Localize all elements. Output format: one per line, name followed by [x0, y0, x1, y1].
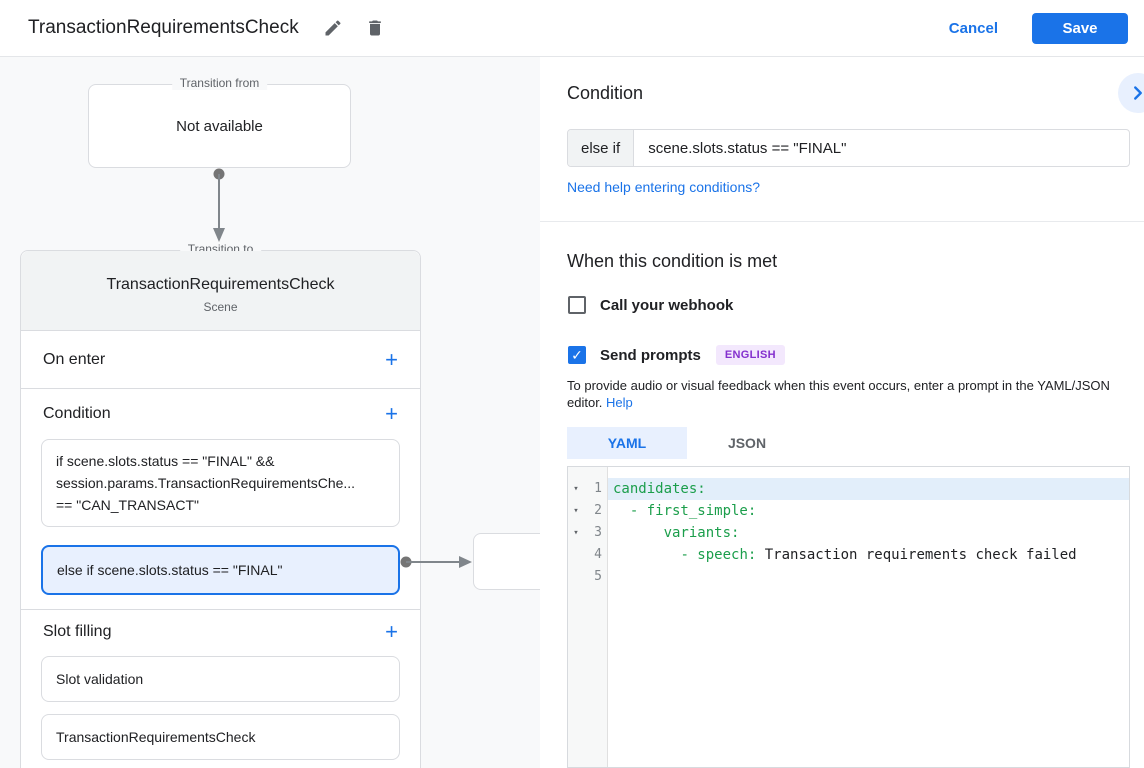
add-condition-button[interactable]: +: [385, 401, 398, 426]
top-bar: TransactionRequirementsCheck Cancel Save: [0, 0, 1144, 57]
scene-card-title: TransactionRequirementsCheck: [106, 275, 335, 293]
condition-item-elseif-selected[interactable]: else if scene.slots.status == "FINAL": [41, 545, 400, 595]
code-line[interactable]: 5: [568, 566, 1129, 588]
code-line[interactable]: ▾ 3 variants:: [568, 522, 1129, 544]
edit-title-button[interactable]: [321, 16, 345, 40]
condition-item-line: session.params.TransactionRequirementsCh…: [56, 475, 356, 491]
yaml-key: - speech:: [680, 547, 757, 563]
condition-input-group: else if: [567, 129, 1130, 167]
fold-cell-empty: [568, 566, 584, 588]
condition-expression-input[interactable]: [634, 130, 1129, 166]
check-icon: ✓: [571, 346, 583, 363]
condition-section-label: Condition: [43, 405, 111, 422]
panel-title: Condition: [567, 83, 644, 103]
code-indent: [613, 525, 664, 541]
panel-divider: [540, 221, 1144, 222]
pencil-icon: [323, 18, 343, 38]
language-badge: ENGLISH: [715, 345, 785, 365]
chevron-right-icon: [1127, 82, 1144, 104]
save-button[interactable]: Save: [1032, 12, 1128, 44]
line-number: 3: [594, 525, 602, 540]
on-enter-label: On enter: [43, 350, 106, 368]
line-number: 4: [594, 547, 602, 562]
scene-graph-canvas: Transition from Not available Transition…: [0, 57, 540, 768]
slot-item-validation[interactable]: Slot validation: [41, 656, 400, 702]
code-text[interactable]: variants:: [608, 522, 1129, 544]
section-divider: [21, 609, 420, 610]
condition-help-link[interactable]: Need help entering conditions?: [567, 179, 761, 195]
condition-section-header: Condition +: [21, 389, 420, 439]
add-on-enter-button[interactable]: +: [385, 346, 398, 372]
call-webhook-label[interactable]: Call your webhook: [600, 296, 734, 314]
slot-item-text: Slot validation: [56, 671, 144, 687]
yaml-key: variants:: [663, 525, 740, 541]
send-prompts-label[interactable]: Send prompts: [600, 346, 701, 364]
on-enter-row: On enter +: [21, 331, 420, 389]
yaml-key: - first_simple:: [629, 503, 757, 519]
delete-scene-button[interactable]: [363, 16, 387, 40]
code-text[interactable]: [608, 566, 1129, 588]
condition-item-line: if scene.slots.status == "FINAL" &&: [56, 453, 275, 469]
prompt-hint-body: To provide audio or visual feedback when…: [567, 378, 1110, 410]
condition-item-if[interactable]: if scene.slots.status == "FINAL" && sess…: [41, 439, 400, 527]
code-line[interactable]: ▾ 1 candidates:: [568, 478, 1129, 500]
trash-icon: [365, 18, 385, 38]
send-prompts-checkbox[interactable]: ✓: [568, 346, 586, 364]
transition-target-box[interactable]: [473, 533, 540, 590]
transition-from-value: Not available: [176, 117, 263, 135]
call-webhook-checkbox[interactable]: [568, 296, 586, 314]
slot-filling-section-header: Slot filling +: [21, 610, 420, 654]
scene-card-header[interactable]: TransactionRequirementsCheck Scene: [21, 251, 420, 331]
line-number: 5: [594, 569, 602, 584]
horizontal-connector-arrow: [400, 556, 472, 568]
transition-from-box: Transition from Not available: [88, 76, 351, 168]
add-slot-button[interactable]: +: [385, 619, 398, 644]
line-number: 1: [594, 481, 602, 496]
yaml-key: candidates:: [613, 481, 706, 497]
slot-item-text: TransactionRequirementsCheck: [56, 729, 256, 745]
slot-item-transaction-requirements[interactable]: TransactionRequirementsCheck: [41, 714, 400, 760]
condition-editor-panel: Condition else if Need help entering con…: [540, 57, 1144, 768]
transition-from-legend: Transition from: [171, 76, 268, 90]
condition-item-text: else if scene.slots.status == "FINAL": [57, 562, 283, 578]
editor-lines: ▾ 1 candidates: ▾ 2 - first_simple: ▾ 3 …: [568, 467, 1129, 588]
scene-card-subtitle: Scene: [203, 299, 238, 314]
editor-gutter: [568, 467, 608, 767]
editor-format-tabs: YAML JSON: [567, 427, 807, 459]
cancel-button[interactable]: Cancel: [948, 19, 998, 37]
tab-yaml[interactable]: YAML: [567, 427, 687, 459]
code-text[interactable]: - first_simple:: [608, 500, 1129, 522]
yaml-value: Transaction requirements check failed: [756, 547, 1077, 563]
yaml-code-editor[interactable]: ▾ 1 candidates: ▾ 2 - first_simple: ▾ 3 …: [567, 466, 1130, 768]
code-text[interactable]: candidates:: [608, 478, 1129, 500]
line-number: 2: [594, 503, 602, 518]
fold-arrow-icon[interactable]: ▾: [573, 506, 579, 516]
page-title: TransactionRequirementsCheck: [28, 17, 299, 38]
prompt-hint-text: To provide audio or visual feedback when…: [567, 377, 1143, 411]
when-condition-met-title: When this condition is met: [567, 251, 778, 271]
condition-prefix-label: else if: [568, 130, 635, 166]
code-text[interactable]: - speech: Transaction requirements check…: [608, 544, 1129, 566]
fold-arrow-icon[interactable]: ▾: [573, 528, 579, 538]
help-link[interactable]: Help: [606, 395, 633, 410]
code-line[interactable]: ▾ 2 - first_simple:: [568, 500, 1129, 522]
webhook-row: Call your webhook: [568, 296, 733, 314]
send-prompts-row: ✓ Send prompts ENGLISH: [568, 345, 785, 365]
fold-arrow-icon[interactable]: ▾: [573, 484, 579, 494]
slot-filling-label: Slot filling: [43, 623, 112, 640]
collapse-panel-button[interactable]: [1118, 73, 1144, 113]
vertical-connector-arrow: [213, 168, 225, 242]
condition-item-line: == "CAN_TRANSACT": [56, 497, 199, 513]
code-indent: [613, 503, 630, 519]
tab-json[interactable]: JSON: [727, 435, 767, 451]
code-line[interactable]: 4 - speech: Transaction requirements che…: [568, 544, 1129, 566]
scene-card: Transition to TransactionRequirementsChe…: [20, 242, 421, 768]
fold-cell-empty: [568, 544, 584, 566]
code-indent: [613, 547, 680, 563]
